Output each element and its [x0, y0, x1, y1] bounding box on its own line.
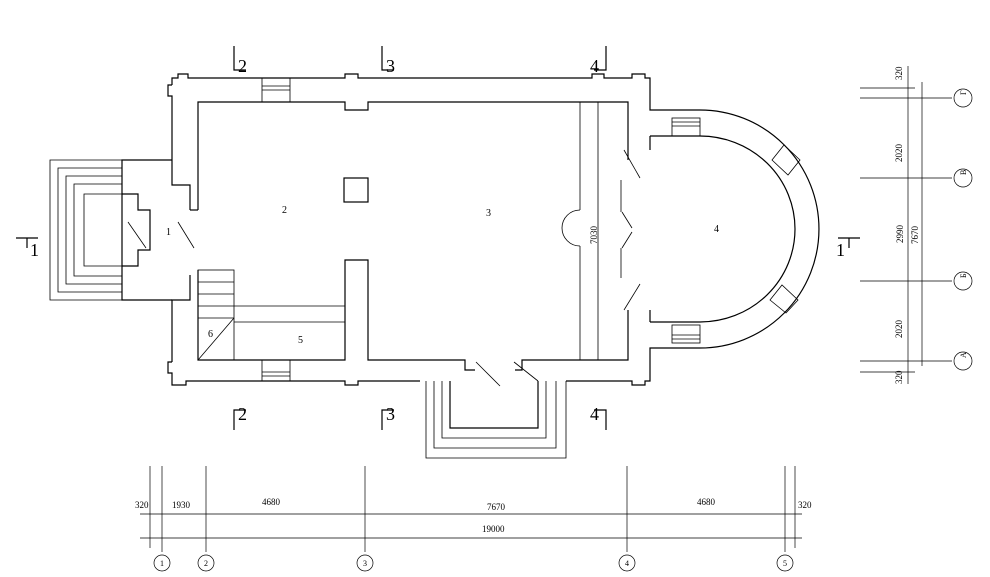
- room-label-3: 3: [486, 208, 491, 219]
- axis-B: Б: [959, 273, 968, 278]
- section-1-left: 1: [30, 240, 39, 260]
- section-4-top: 4: [590, 56, 599, 76]
- axis-1: 1: [160, 559, 164, 568]
- section-1-right: 1: [836, 240, 845, 260]
- bottom-axis-bubbles: 1 2 3 4 5: [153, 554, 794, 572]
- right-dimension-chain: 320 2020 2990 7670 2020 320: [860, 66, 952, 384]
- section-3-bottom: 3: [386, 404, 395, 424]
- stair: [197, 269, 345, 361]
- bottom-dimension-chain: 320 1930 4680 7670 4680 320 19000: [135, 466, 812, 552]
- section-3-top: 3: [386, 56, 395, 76]
- section-2-bottom: 2: [238, 404, 247, 424]
- dim-2020-bottom: 2020: [894, 320, 904, 339]
- room-label-4: 4: [714, 224, 719, 235]
- dim-320-bottom: 320: [894, 370, 904, 384]
- south-porch: [425, 361, 567, 459]
- dim-1930: 1930: [172, 500, 191, 510]
- axis-3: 3: [363, 559, 367, 568]
- dim-2020-top: 2020: [894, 144, 904, 163]
- dim-320-left: 320: [135, 500, 149, 510]
- room-label-1: 1: [166, 227, 171, 238]
- room-label-2: 2: [282, 205, 287, 216]
- room-label-5: 5: [298, 335, 303, 346]
- west-porch: [49, 159, 195, 301]
- dim-2990: 2990: [895, 225, 905, 244]
- dim-4680-left: 4680: [262, 497, 281, 507]
- axis-4: 4: [625, 559, 629, 568]
- dim-total-19000: 19000: [482, 524, 505, 534]
- windows: [261, 77, 701, 382]
- room-label-6: 6: [208, 329, 213, 340]
- axis-V: В: [959, 170, 968, 175]
- dim-7670: 7670: [487, 502, 506, 512]
- axis-2: 2: [204, 559, 208, 568]
- right-axis-bubbles: Г В Б А: [953, 88, 973, 371]
- section-marks: 2 3 4 2 3 4 1 1: [16, 46, 860, 430]
- dim-4680-right: 4680: [697, 497, 716, 507]
- iconostasis: [561, 102, 641, 360]
- axis-A: А: [959, 352, 968, 358]
- inner-dimension-7030: 7030: [589, 226, 599, 245]
- dim-7670-right: 7670: [910, 226, 920, 245]
- dim-320-right: 320: [798, 500, 812, 510]
- axis-5: 5: [783, 559, 787, 568]
- outer-walls: [167, 73, 672, 386]
- pillar: [343, 177, 369, 203]
- apse: [649, 109, 820, 349]
- dim-320-top: 320: [894, 66, 904, 80]
- axis-G: Г: [959, 90, 968, 95]
- section-2-top: 2: [238, 56, 247, 76]
- section-4-bottom: 4: [590, 404, 599, 424]
